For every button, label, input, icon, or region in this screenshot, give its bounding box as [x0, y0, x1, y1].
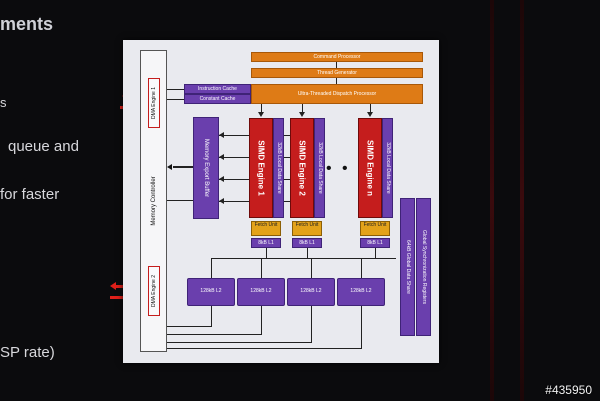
connector-line: [375, 248, 376, 258]
l2-cache-1: 128kB L2: [187, 278, 235, 306]
connector-line: [311, 258, 312, 278]
global-sync-registers-label: Global Synchronization Registers: [420, 230, 427, 304]
slide-text-line: s: [0, 95, 7, 110]
slide-text-line: queue and: [8, 138, 79, 155]
connector-line: [173, 166, 193, 168]
simd-engine-2-label: SIMD Engine 2: [297, 140, 307, 196]
simd-engine-1: SIMD Engine 1: [249, 118, 273, 218]
connector-line: [167, 99, 184, 100]
arrow-to-memory-controller: [167, 164, 172, 170]
local-data-share-2: 32kB Local Data Share: [314, 118, 325, 218]
slide-text-line: SP rate): [0, 344, 55, 361]
stand-edge: [490, 0, 494, 401]
memory-controller-label: Memory Controller: [150, 176, 157, 226]
dma-engine-1-label: DMA Engine 1: [151, 87, 157, 119]
connector-line: [311, 306, 312, 342]
memory-export-buffer: Memory Export Buffer: [193, 117, 219, 219]
ultra-threaded-dispatch-processor: Ultra-Threaded Dispatch Processor: [251, 84, 423, 104]
local-data-share-2-label: 32kB Local Data Share: [316, 142, 323, 194]
more-simd-engines-ellipsis: • • •: [326, 160, 367, 177]
watermark: #435950: [545, 383, 592, 397]
l1-cache-1: 8kB L1: [251, 238, 281, 248]
thread-generator: Thread Generator: [251, 68, 423, 78]
connector-line: [302, 104, 303, 114]
local-data-share-1: 32kB Local Data Share: [273, 118, 284, 218]
l1-cache-2: 8kB L1: [292, 238, 322, 248]
arrow-to-export-buffer: [219, 176, 224, 182]
stand-edge: [520, 0, 524, 401]
memory-export-buffer-label: Memory Export Buffer: [203, 138, 209, 198]
dispatch-arrow: [258, 112, 264, 117]
fetch-unit-2: Fetch Unit: [292, 221, 322, 236]
arrow-to-export-buffer: [219, 154, 224, 160]
dma-engine-1: DMA Engine 1: [148, 78, 160, 128]
connector-line: [336, 78, 337, 84]
fetch-unit-n: Fetch Unit: [360, 221, 390, 236]
command-processor: Command Processor: [251, 52, 423, 62]
connector-line: [261, 258, 262, 278]
connector-line: [284, 201, 290, 202]
connector-line: [211, 306, 212, 326]
connector-line: [284, 179, 290, 180]
dma-engine-2-label: DMA Engine 2: [151, 275, 157, 307]
connector-line: [219, 135, 249, 136]
bus-line: [211, 258, 396, 259]
connector-line: [307, 248, 308, 258]
connector-line: [167, 200, 193, 201]
l2-cache-2: 128kB L2: [237, 278, 285, 306]
l2-cache-3: 128kB L2: [287, 278, 335, 306]
local-data-share-1-label: 32kB Local Data Share: [275, 142, 282, 194]
connector-line: [219, 157, 249, 158]
l1-cache-n: 8kB L1: [360, 238, 390, 248]
connector-line: [219, 179, 249, 180]
connector-line: [167, 348, 362, 349]
simd-engine-n: SIMD Engine n: [358, 118, 382, 218]
arrow-to-export-buffer: [219, 198, 224, 204]
dispatch-arrow: [367, 112, 373, 117]
l2-cache-4: 128kB L2: [337, 278, 385, 306]
fetch-unit-1: Fetch Unit: [251, 221, 281, 236]
slide-heading: ments: [0, 14, 54, 34]
global-synchronization-registers: Global Synchronization Registers: [416, 198, 431, 336]
slide-text-line: for faster: [0, 186, 60, 203]
connector-line: [336, 62, 337, 68]
gpu-block-diagram: Memory Controller DMA Engine 1 DMA Engin…: [123, 40, 439, 363]
global-data-share: 64kB Global Data Share: [400, 198, 415, 336]
connector-line: [261, 306, 262, 334]
connector-line: [361, 306, 362, 348]
simd-engine-n-label: SIMD Engine n: [365, 140, 375, 196]
connector-line: [261, 104, 262, 114]
dispatch-arrow: [299, 112, 305, 117]
connector-line: [284, 135, 290, 136]
connector-line: [167, 334, 262, 335]
connector-line: [266, 248, 267, 258]
constant-cache: Constant Cache: [184, 94, 251, 104]
connector-line: [211, 258, 212, 278]
arrow-to-export-buffer: [219, 132, 224, 138]
local-data-share-n: 32kB Local Data Share: [382, 118, 393, 218]
dma-engine-2: DMA Engine 2: [148, 266, 160, 316]
connector-line: [284, 157, 290, 158]
connector-line: [167, 89, 184, 90]
global-data-share-label: 64kB Global Data Share: [404, 240, 411, 294]
connector-line: [219, 201, 249, 202]
simd-engine-2: SIMD Engine 2: [290, 118, 314, 218]
connector-line: [370, 104, 371, 114]
connector-line: [167, 342, 312, 343]
simd-engine-1-label: SIMD Engine 1: [256, 140, 266, 196]
local-data-share-n-label: 32kB Local Data Share: [384, 142, 391, 194]
connector-line: [361, 258, 362, 278]
connector-line: [167, 326, 212, 327]
instruction-cache: Instruction Cache: [184, 84, 251, 94]
